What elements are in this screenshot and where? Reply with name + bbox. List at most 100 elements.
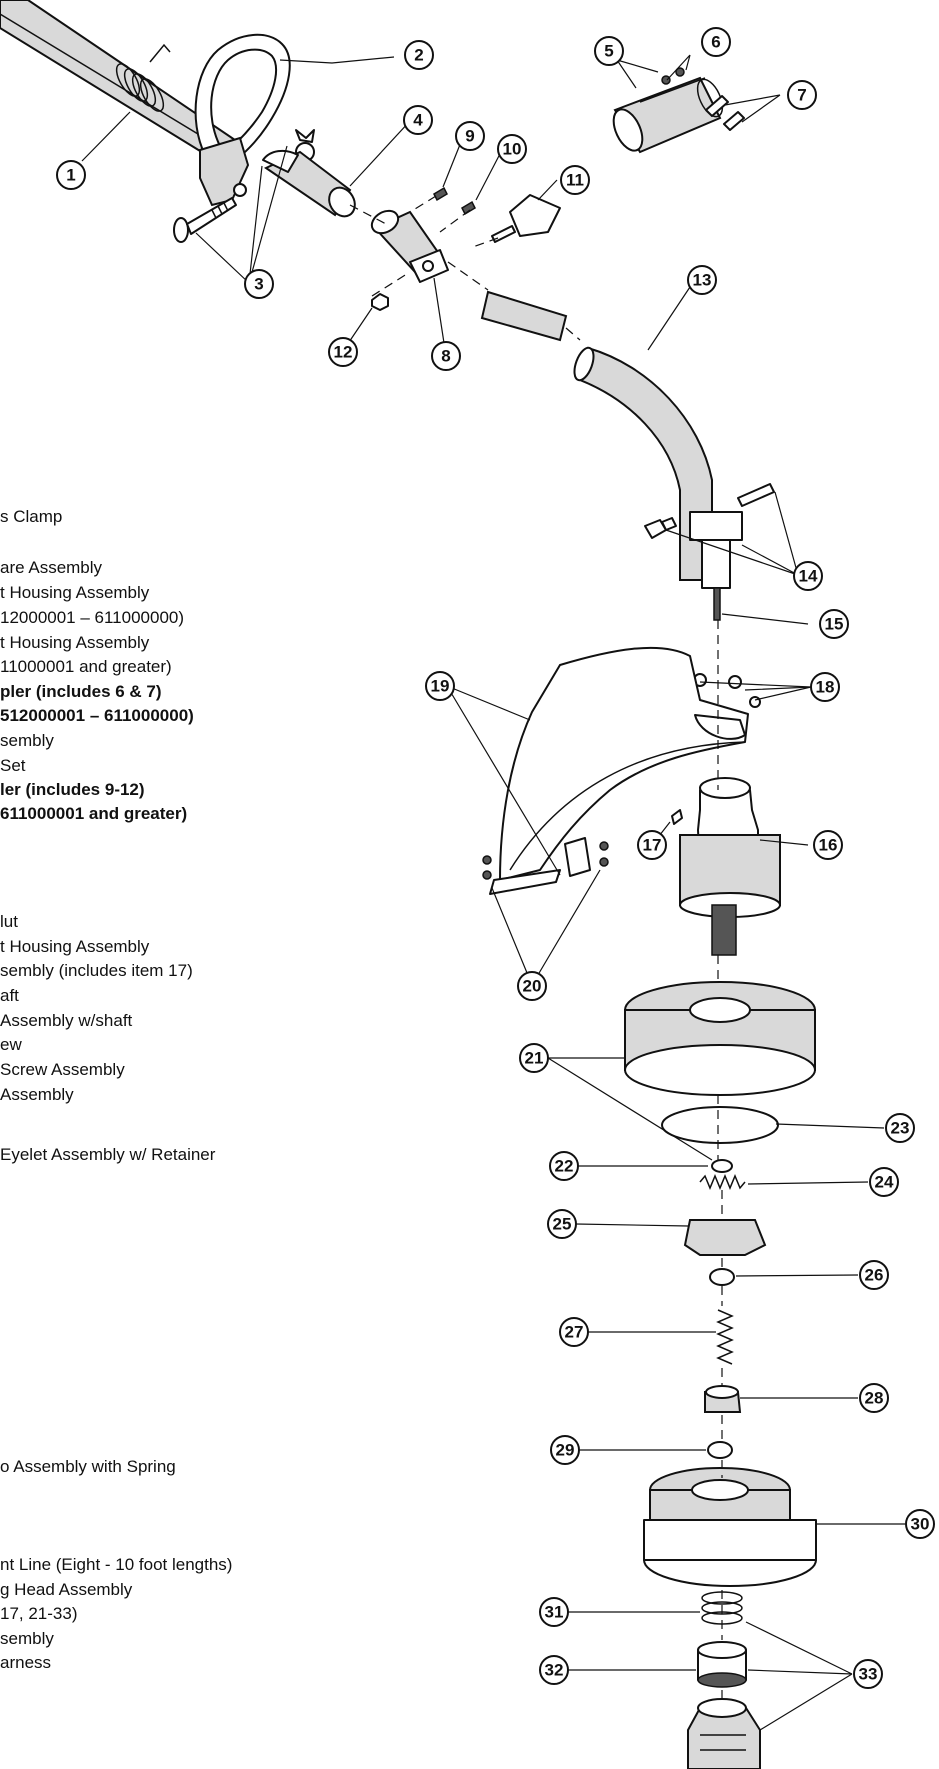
callout-10: 10 — [497, 134, 527, 164]
spring-coil — [115, 63, 165, 112]
legend-line: Eyelet Assembly w/ Retainer — [0, 1145, 216, 1164]
svg-text:18: 18 — [816, 678, 835, 697]
callout-4: 4 — [403, 105, 433, 135]
legend-line: t Housing Assembly — [0, 583, 150, 602]
svg-text:27: 27 — [565, 1323, 584, 1342]
callout-17: 17 — [637, 830, 667, 860]
callout-22: 22 — [549, 1151, 579, 1181]
svg-text:30: 30 — [911, 1515, 930, 1534]
legend-line: 12000001 – 611000000) — [0, 608, 184, 627]
svg-text:8: 8 — [441, 347, 450, 366]
legend-line: 512000001 – 611000000) — [0, 706, 194, 725]
legend-line: lut — [0, 912, 18, 931]
retaining-ring-part — [709, 1268, 735, 1286]
svg-text:31: 31 — [545, 1603, 564, 1622]
legend-line: g Head Assembly — [0, 1580, 133, 1599]
d-handle-part — [194, 33, 315, 207]
svg-text:17: 17 — [643, 836, 662, 855]
svg-text:25: 25 — [553, 1215, 572, 1234]
shaft-clamp-part — [644, 483, 775, 589]
legend-line: nt Line (Eight - 10 foot lengths) — [0, 1555, 232, 1574]
legend-line: sembly — [0, 731, 54, 750]
legend-line: 11000001 and greater) — [0, 657, 172, 676]
spring-27-part — [716, 1309, 734, 1365]
coupler-part — [612, 67, 745, 154]
callout-7: 7 — [787, 80, 817, 110]
legend-line: 17, 21-33) — [0, 1604, 78, 1623]
svg-text:6: 6 — [711, 33, 720, 52]
callout-11: 11 — [560, 165, 590, 195]
callout-25: 25 — [547, 1209, 577, 1239]
svg-text:12: 12 — [334, 343, 353, 362]
screw-9 — [433, 186, 448, 202]
callout-19: 19 — [425, 671, 455, 701]
svg-text:4: 4 — [413, 111, 423, 130]
bolt-part — [173, 197, 237, 243]
svg-text:22: 22 — [555, 1157, 574, 1176]
svg-text:9: 9 — [465, 127, 474, 146]
legend-line: are Assembly — [0, 558, 103, 577]
o-ring-part — [661, 1106, 779, 1144]
handle-tube-part — [262, 149, 356, 218]
coupler-8-part — [370, 209, 449, 283]
callout-20: 20 — [517, 971, 547, 1001]
legend-line: Screw Assembly — [0, 1060, 125, 1079]
callout-21: 21 — [519, 1043, 549, 1073]
svg-text:13: 13 — [693, 271, 712, 290]
legend-line: sembly — [0, 1629, 54, 1648]
callout-bubbles: 1 2 3 4 5 6 7 8 9 10 11 12 13 14 15 16 1… — [56, 27, 935, 1689]
legend-line: t Housing Assembly — [0, 937, 150, 956]
svg-text:33: 33 — [859, 1665, 878, 1684]
svg-text:10: 10 — [503, 140, 522, 159]
screw-10 — [461, 200, 476, 216]
svg-text:21: 21 — [525, 1049, 544, 1068]
svg-text:3: 3 — [254, 275, 263, 294]
callout-27: 27 — [559, 1317, 589, 1347]
callout-14: 14 — [793, 561, 823, 591]
curved-shaft-part — [480, 290, 713, 581]
callout-9: 9 — [455, 121, 485, 151]
knob-part — [491, 194, 561, 243]
spring-24-part — [699, 1174, 746, 1190]
legend-line: Set — [0, 756, 26, 775]
svg-text:23: 23 — [891, 1119, 910, 1138]
callout-33: 33 — [853, 1659, 883, 1689]
callout-31: 31 — [539, 1597, 569, 1627]
shield-bolts — [482, 837, 609, 880]
callout-26: 26 — [859, 1260, 889, 1290]
legend-line: o Assembly with Spring — [0, 1457, 176, 1476]
callout-16: 16 — [813, 830, 843, 860]
svg-text:28: 28 — [865, 1389, 884, 1408]
gear-head-part — [671, 777, 781, 956]
leader-lines — [81, 54, 905, 1731]
washer-part — [711, 1159, 733, 1173]
legend-line: Assembly — [0, 1085, 74, 1104]
eyelet-part — [683, 1219, 767, 1256]
svg-text:14: 14 — [799, 567, 818, 586]
bump-knob-part — [687, 1698, 761, 1769]
legend-line: aft — [0, 986, 19, 1005]
head-cover-part — [624, 981, 816, 1096]
legend-line: arness — [0, 1653, 51, 1672]
spool-part — [643, 1467, 817, 1587]
callout-24: 24 — [869, 1167, 899, 1197]
svg-text:16: 16 — [819, 836, 838, 855]
callout-12: 12 — [328, 337, 358, 367]
legend-line: s Clamp — [0, 507, 62, 526]
svg-text:29: 29 — [556, 1441, 575, 1460]
callout-8: 8 — [431, 341, 461, 371]
callout-5: 5 — [594, 36, 624, 66]
callout-15: 15 — [819, 609, 849, 639]
drive-shaft-part — [713, 587, 721, 621]
svg-text:20: 20 — [523, 977, 542, 996]
svg-text:2: 2 — [414, 46, 423, 65]
callout-18: 18 — [810, 672, 840, 702]
callout-30: 30 — [905, 1509, 935, 1539]
legend-line: Assembly w/shaft — [0, 1011, 133, 1030]
cam-top — [705, 1385, 739, 1399]
svg-text:1: 1 — [66, 166, 75, 185]
svg-text:19: 19 — [431, 677, 450, 696]
legend-line: ler (includes 9-12) — [0, 780, 145, 799]
svg-text:11: 11 — [566, 171, 584, 190]
